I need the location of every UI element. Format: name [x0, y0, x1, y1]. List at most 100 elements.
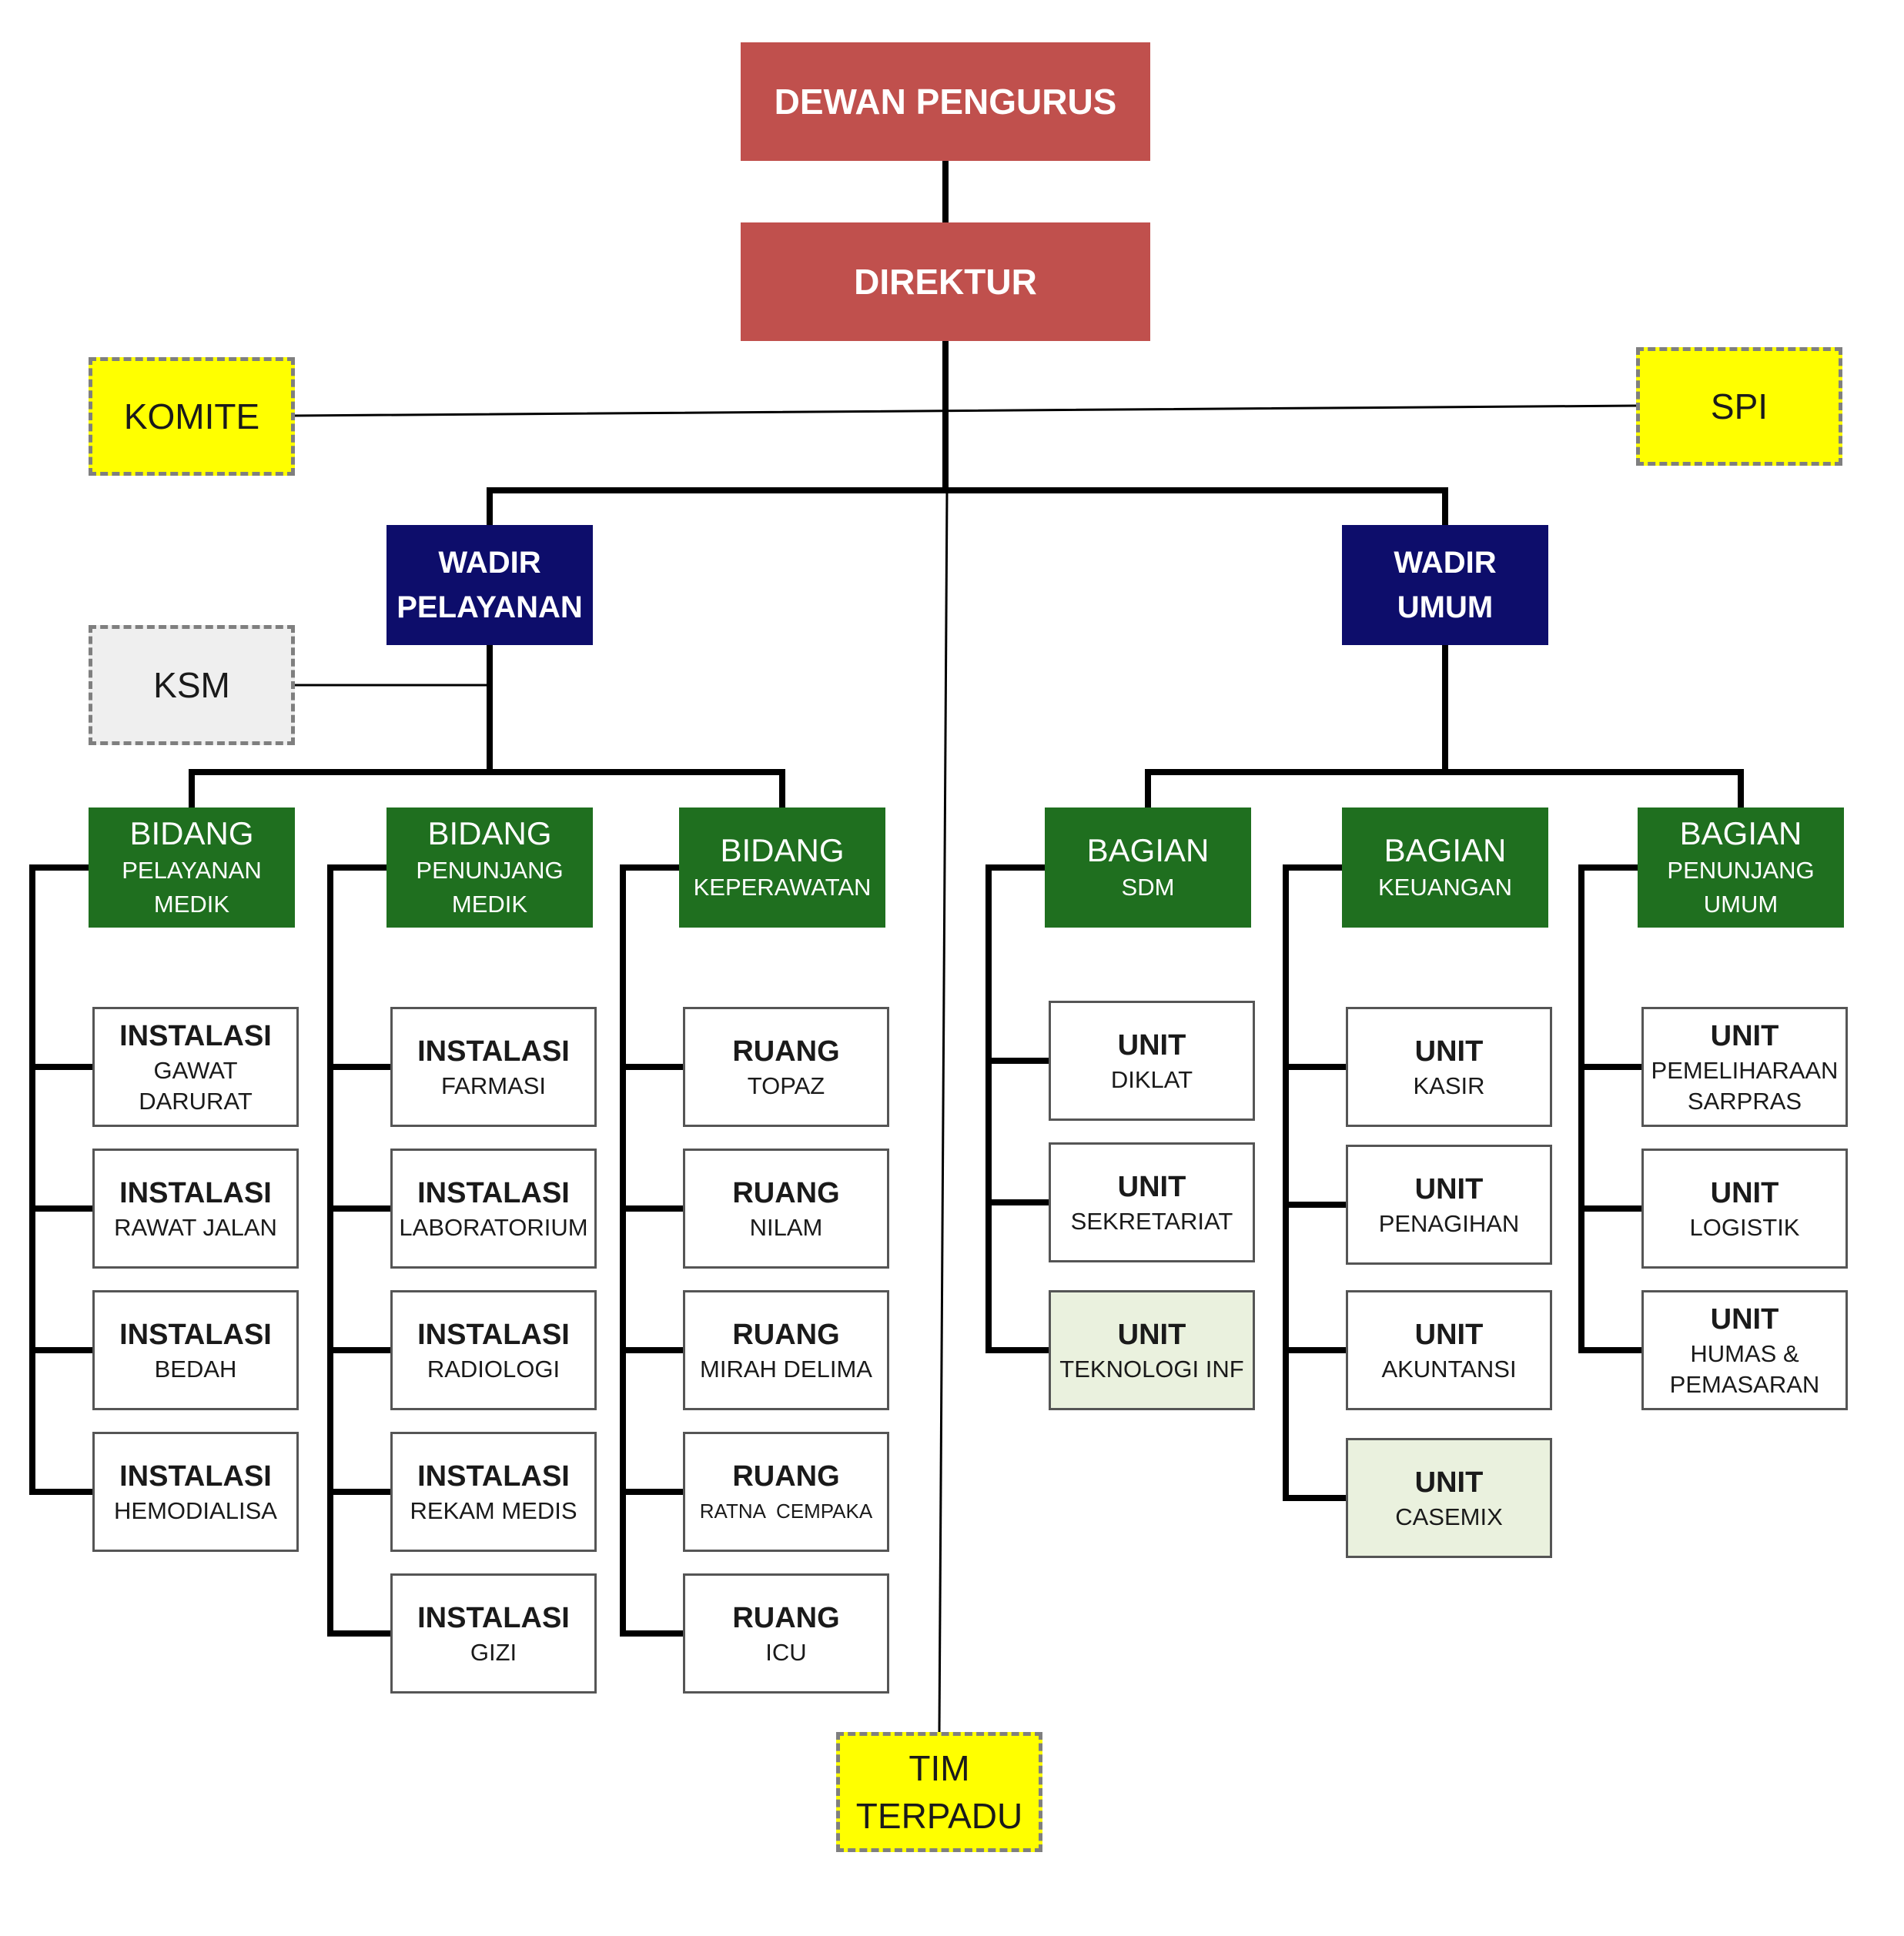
node-label: ICU	[765, 1639, 807, 1666]
node-label: LOGISTIK	[1689, 1214, 1800, 1241]
node-label: PEMELIHARAAN	[1651, 1057, 1839, 1084]
node-unit-sekretariat: UNIT SEKRETARIAT	[1049, 1142, 1255, 1262]
node-label: SDM	[1121, 874, 1175, 901]
node-spi: SPI	[1636, 347, 1842, 466]
node-label: RUANG	[732, 1035, 840, 1068]
node-label: SEKRETARIAT	[1070, 1208, 1233, 1235]
node-label: KOMITE	[123, 396, 260, 436]
node-label: UNIT	[1414, 1319, 1484, 1351]
node-label: MIRAH DELIMA	[700, 1356, 872, 1383]
node-unit-casemix: UNIT CASEMIX	[1346, 1438, 1552, 1558]
node-label: KEUANGAN	[1378, 874, 1512, 901]
node-label: UMUM	[1703, 891, 1779, 918]
node-ruang-nilam: RUANG NILAM	[683, 1149, 889, 1269]
node-bagian-sdm: BAGIAN SDM	[1045, 808, 1251, 928]
node-label: UNIT	[1414, 1173, 1484, 1205]
node-unit-penagihan: UNIT PENAGIHAN	[1346, 1145, 1552, 1265]
node-label: WADIR	[1394, 546, 1497, 580]
node-unit-teknologi-inf: UNIT TEKNOLOGI INF	[1049, 1290, 1255, 1410]
node-bidang-penunjang-medik: BIDANG PENUNJANG MEDIK	[386, 808, 593, 928]
node-label: UNIT	[1414, 1466, 1484, 1499]
node-unit-humas-pemasaran: UNIT HUMAS & PEMASARAN	[1641, 1290, 1848, 1410]
node-label: INSTALASI	[119, 1319, 272, 1351]
node-label: INSTALASI	[417, 1319, 570, 1351]
node-label: BAGIAN	[1086, 832, 1210, 868]
node-label: TEKNOLOGI INF	[1059, 1356, 1244, 1383]
node-unit-kasir: UNIT KASIR	[1346, 1007, 1552, 1127]
node-label: UNIT	[1414, 1035, 1484, 1068]
node-label: PELAYANAN	[122, 857, 262, 884]
node-ruang-topaz: RUANG TOPAZ	[683, 1007, 889, 1127]
node-label: KSM	[153, 665, 230, 705]
node-label: INSTALASI	[417, 1460, 570, 1493]
node-wadir-umum: WADIR UMUM	[1342, 525, 1548, 645]
node-label: WADIR	[438, 546, 541, 580]
node-bagian-keuangan: BAGIAN KEUANGAN	[1342, 808, 1548, 928]
node-instalasi-radiologi: INSTALASI RADIOLOGI	[390, 1290, 597, 1410]
node-label: UNIT	[1710, 1020, 1779, 1052]
node-bidang-pelayanan-medik: BIDANG PELAYANAN MEDIK	[89, 808, 295, 928]
node-label: INSTALASI	[417, 1602, 570, 1634]
node-direktur: DIREKTUR	[741, 222, 1150, 341]
node-label: PENUNJANG	[416, 857, 564, 884]
node-instalasi-hemodialisa: INSTALASI HEMODIALISA	[92, 1432, 299, 1552]
node-label: HUMAS &	[1690, 1340, 1799, 1367]
node-instalasi-farmasi: INSTALASI FARMASI	[390, 1007, 597, 1127]
node-label: BEDAH	[154, 1356, 237, 1383]
node-unit-logistik: UNIT LOGISTIK	[1641, 1149, 1848, 1269]
node-label: PENAGIHAN	[1378, 1210, 1520, 1237]
node-label: DEWAN PENGURUS	[774, 82, 1117, 122]
node-label: UNIT	[1710, 1177, 1779, 1209]
node-label: INSTALASI	[119, 1020, 272, 1052]
node-unit-akuntansi: UNIT AKUNTANSI	[1346, 1290, 1552, 1410]
node-instalasi-laboratorium: INSTALASI LABORATORIUM	[390, 1149, 597, 1269]
node-label: TOPAZ	[747, 1072, 825, 1099]
node-tim-terpadu: TIM TERPADU	[836, 1732, 1042, 1852]
node-komite: KOMITE	[89, 357, 295, 476]
node-unit-pemeliharaan-sarpras: UNIT PEMELIHARAAN SARPRAS	[1641, 1007, 1848, 1127]
node-label: RUANG	[732, 1177, 840, 1209]
node-label: TIM	[908, 1748, 970, 1788]
node-label: RADIOLOGI	[427, 1356, 560, 1383]
node-ruang-mirah-delima: RUANG MIRAH DELIMA	[683, 1290, 889, 1410]
node-label: RATNA CEMPAKA	[699, 1500, 873, 1523]
node-label: MEDIK	[153, 891, 230, 918]
node-label: GAWAT	[153, 1057, 238, 1084]
node-label: RAWAT JALAN	[114, 1214, 277, 1241]
node-label: UNIT	[1117, 1029, 1186, 1062]
node-label: BIDANG	[427, 815, 552, 851]
node-label: UNIT	[1710, 1303, 1779, 1336]
node-label: BIDANG	[129, 815, 254, 851]
node-label: UMUM	[1397, 590, 1494, 624]
node-instalasi-rekam-medis: INSTALASI REKAM MEDIS	[390, 1432, 597, 1552]
node-dewan-pengurus: DEWAN PENGURUS	[741, 42, 1150, 161]
node-label: DARURAT	[139, 1088, 253, 1115]
node-label: RUANG	[732, 1460, 840, 1493]
node-instalasi-bedah: INSTALASI BEDAH	[92, 1290, 299, 1410]
node-label: KEPERAWATAN	[693, 874, 872, 901]
node-label: MEDIK	[451, 891, 528, 918]
node-label: INSTALASI	[119, 1460, 272, 1493]
node-unit-diklat: UNIT DIKLAT	[1049, 1001, 1255, 1121]
node-instalasi-rawat-jalan: INSTALASI RAWAT JALAN	[92, 1149, 299, 1269]
node-instalasi-gizi: INSTALASI GIZI	[390, 1573, 597, 1694]
node-label: BAGIAN	[1384, 832, 1507, 868]
node-label: GIZI	[470, 1639, 517, 1666]
node-label: SPI	[1710, 386, 1768, 426]
node-label: INSTALASI	[417, 1177, 570, 1209]
node-label: FARMASI	[440, 1072, 547, 1099]
node-label: KASIR	[1413, 1072, 1485, 1099]
node-ruang-ratna-cempaka: RUANG RATNA CEMPAKA	[683, 1432, 889, 1552]
node-label: HEMODIALISA	[114, 1497, 277, 1524]
node-label: SARPRAS	[1687, 1088, 1802, 1115]
connector-komite-spi	[293, 404, 1638, 417]
node-label: NILAM	[749, 1214, 823, 1241]
node-ruang-icu: RUANG ICU	[683, 1573, 889, 1694]
node-label: DIKLAT	[1110, 1066, 1193, 1093]
node-label: PEMASARAN	[1669, 1371, 1820, 1398]
node-label: PELAYANAN	[397, 590, 583, 624]
node-label: TERPADU	[855, 1796, 1023, 1836]
node-label: PENUNJANG	[1667, 857, 1815, 884]
